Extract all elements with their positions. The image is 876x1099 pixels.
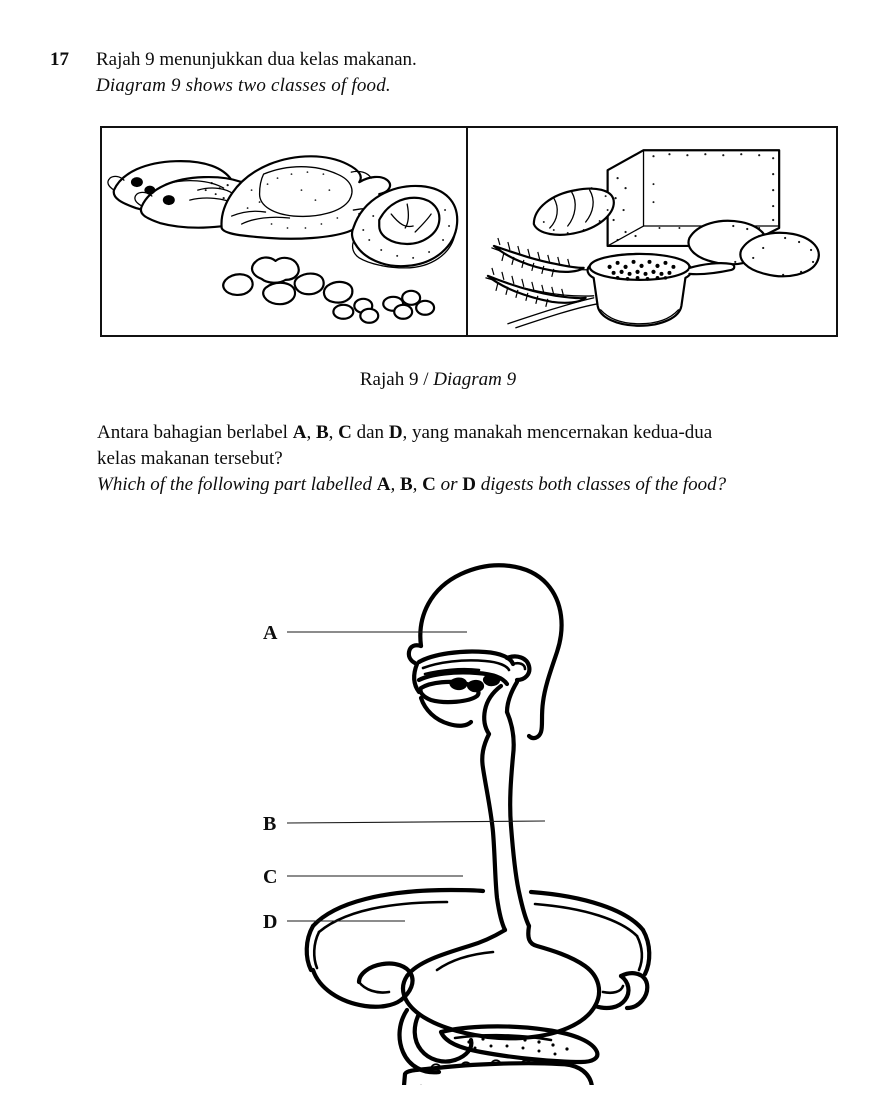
head-outline xyxy=(406,563,564,741)
oesophagus xyxy=(480,709,532,933)
body-malay-line-1: Antara bahagian berlabel A, B, C dan D, … xyxy=(97,422,713,443)
stem-malay: Rajah 9 menunjukkan dua kelas makanan. xyxy=(96,49,417,70)
potatoes-illustration xyxy=(687,219,820,278)
carbohydrate-foods-illustration xyxy=(485,149,820,329)
pancreas-duodenum xyxy=(397,1007,600,1075)
wheat-stalks-illustration xyxy=(485,237,599,329)
liver xyxy=(310,961,415,1009)
wheat-ear-top xyxy=(492,237,585,278)
question-body: Antara bahagian berlabel A, B, C dan D, … xyxy=(97,420,847,498)
epiglottis xyxy=(482,679,520,737)
wheat-ear-bottom xyxy=(486,267,587,307)
baguette-illustration xyxy=(532,187,615,236)
beans-illustration xyxy=(332,289,436,324)
stem-english: Diagram 9 shows two classes of food. xyxy=(96,75,391,96)
diagram-label-a: A xyxy=(263,622,278,644)
large-intestine xyxy=(401,1059,594,1085)
body-english: Which of the following part labelled A, … xyxy=(97,474,727,495)
figure-frame xyxy=(100,126,838,337)
protein-foods-illustration xyxy=(107,155,459,324)
question-number: 17 xyxy=(50,49,69,70)
figure-caption: Rajah 9 / Diagram 9 xyxy=(0,368,876,392)
diagram-label-c: C xyxy=(263,866,277,888)
grain-bowl-illustration xyxy=(586,252,736,327)
caption-separator: / xyxy=(418,369,434,390)
digestive-system-diagram: A B C D xyxy=(255,540,675,1085)
caption-malay: Rajah 9 xyxy=(359,369,419,390)
chicken-illustration xyxy=(220,155,392,240)
label-leader-lines xyxy=(286,631,546,922)
carbohydrate-foods-panel xyxy=(468,128,836,335)
question-stem-text: Rajah 9 menunjukkan dua kelas makanan. D… xyxy=(96,47,417,99)
spleen xyxy=(618,971,650,1011)
diaphragm xyxy=(304,887,652,977)
protein-foods-panel xyxy=(102,128,468,335)
stomach xyxy=(400,923,631,1041)
diagram-label-b: B xyxy=(263,813,276,835)
ham-steak-illustration xyxy=(350,184,459,269)
caption-english: Diagram 9 xyxy=(433,369,517,390)
leader-line-b xyxy=(286,820,546,824)
mouth-and-salivary-glands xyxy=(416,649,532,728)
digestive-system-illustration: A B C D xyxy=(263,563,652,1085)
body-malay-line-2: kelas makanan tersebut? xyxy=(97,448,283,469)
peanuts-illustration xyxy=(222,256,354,306)
diagram-label-d: D xyxy=(263,911,277,933)
question-stem: 17 Rajah 9 menunjukkan dua kelas makanan… xyxy=(50,47,840,99)
